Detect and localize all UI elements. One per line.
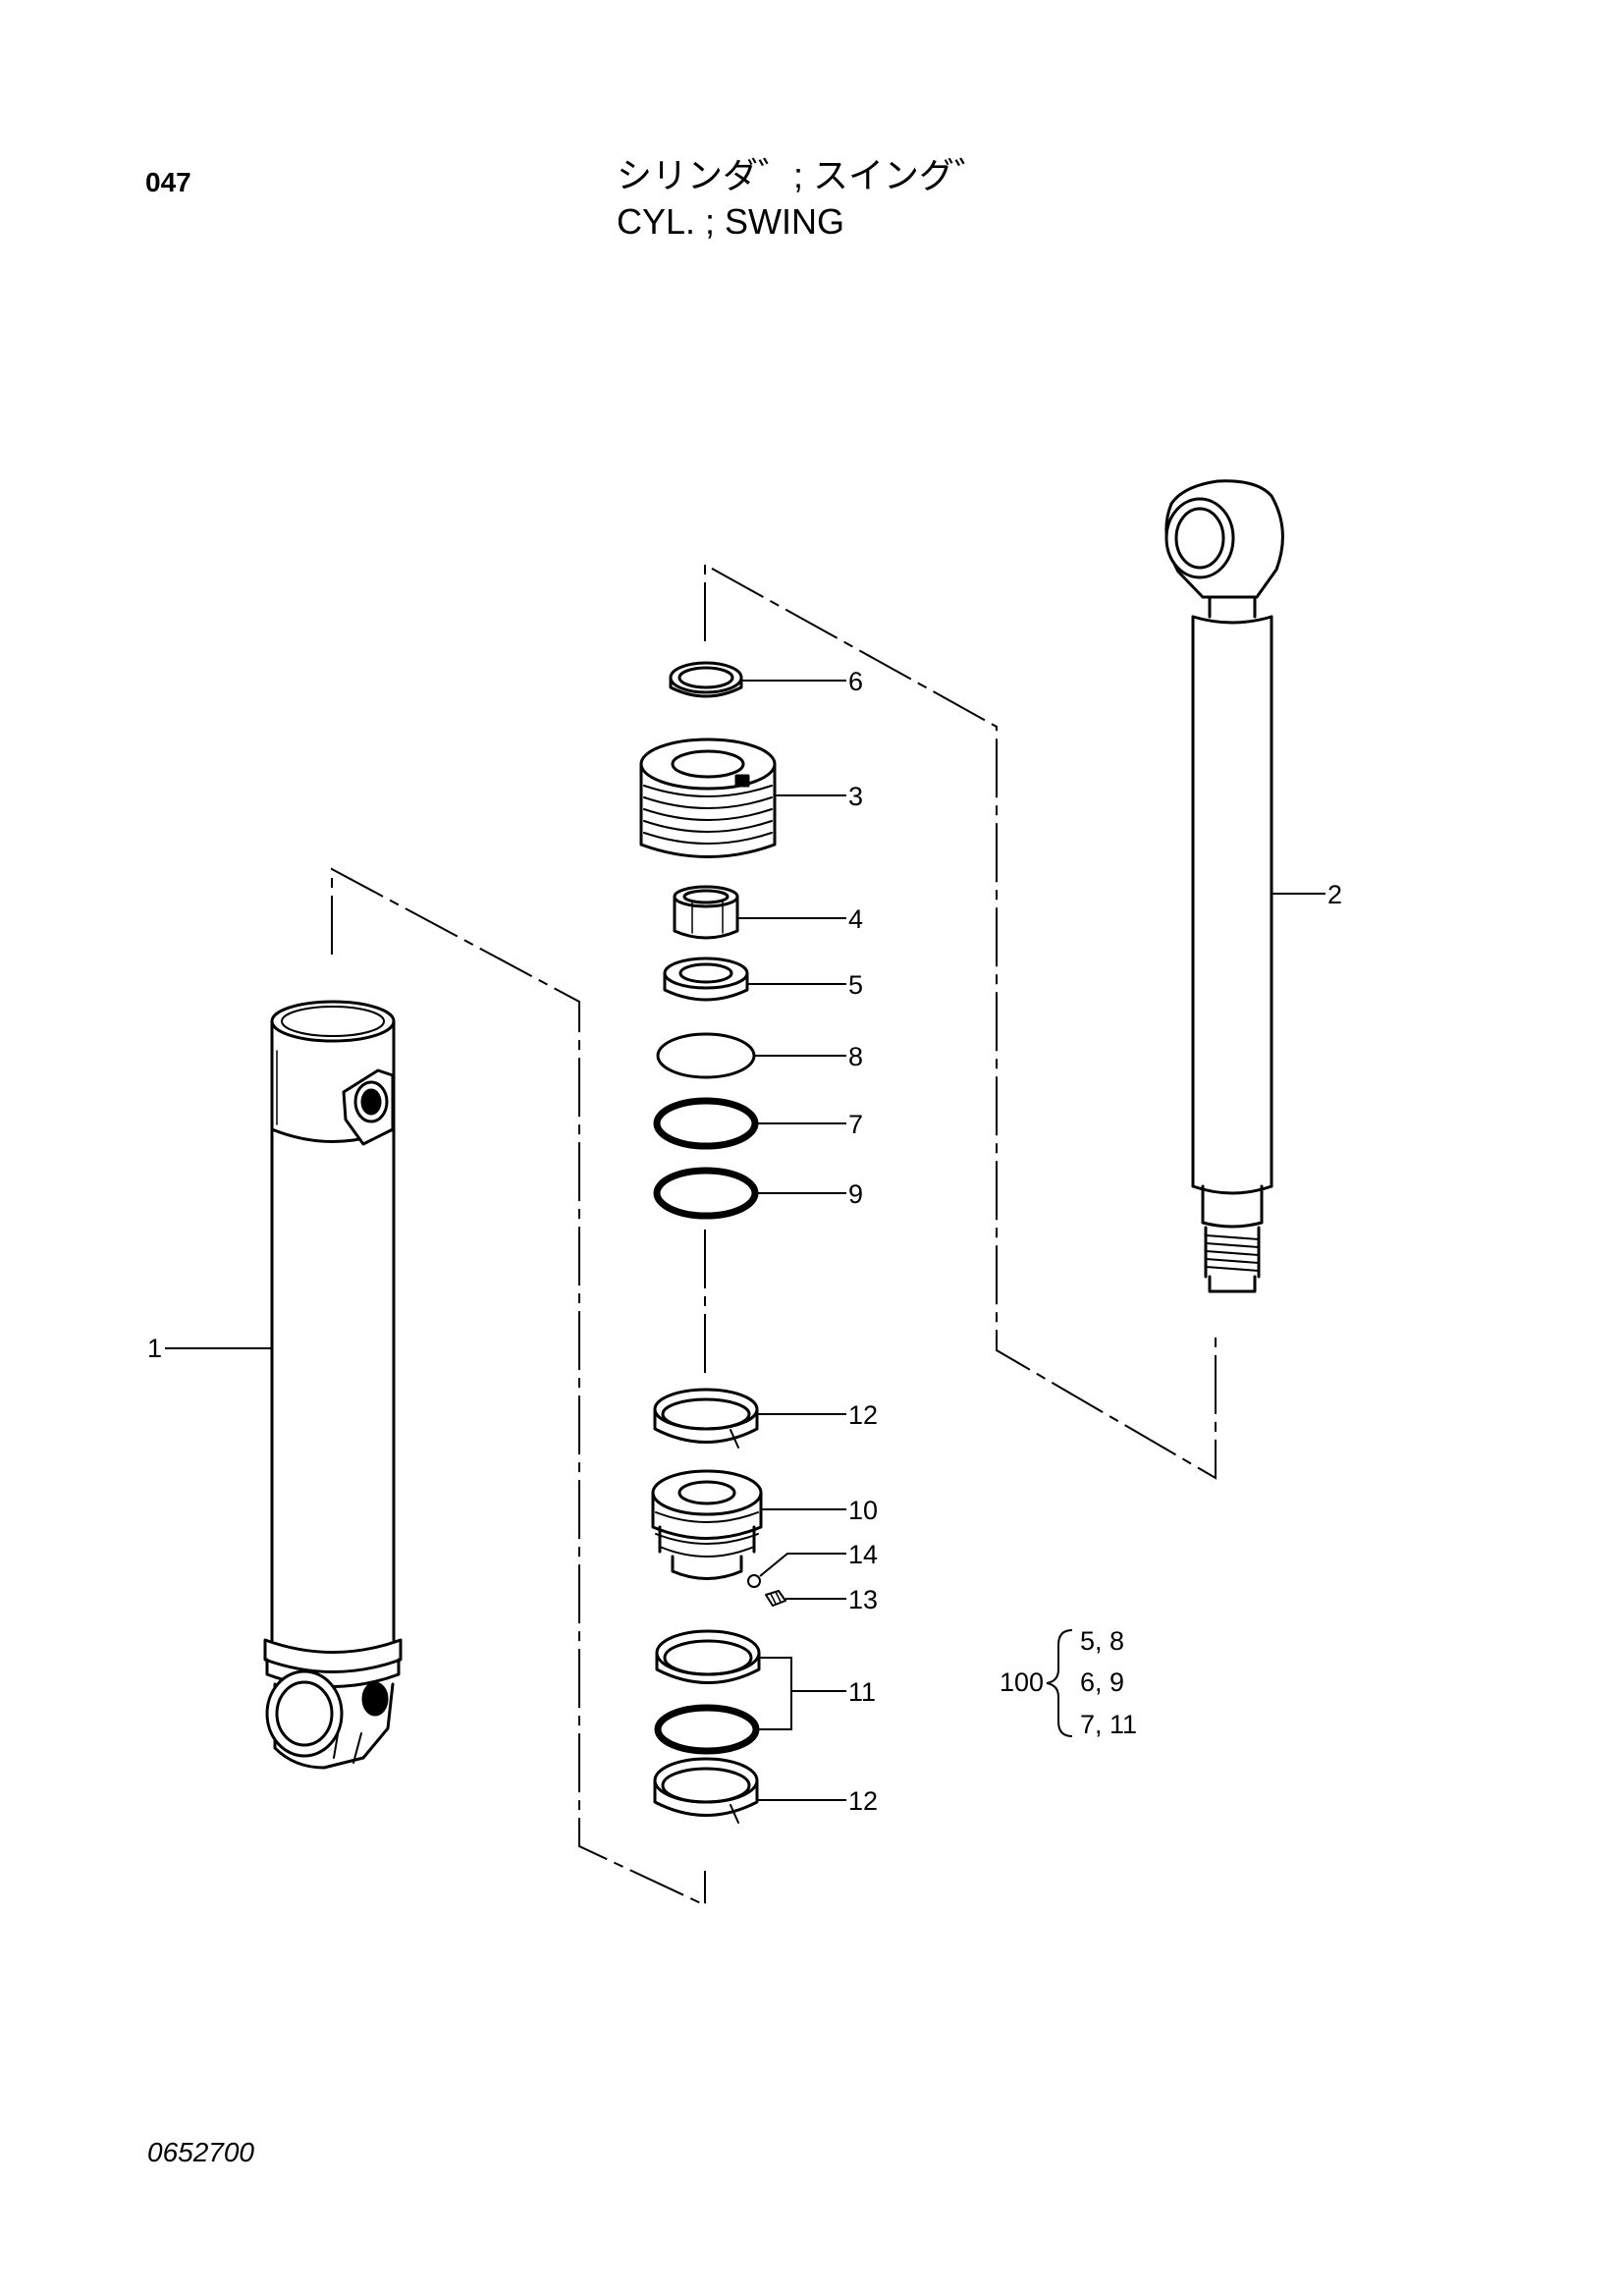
callout-5: 5 bbox=[848, 970, 863, 1000]
kit-row-1: 5, 8 bbox=[1080, 1626, 1124, 1656]
part-11-piston-seal-set bbox=[654, 1629, 761, 1755]
kit-number: 100 bbox=[1000, 1667, 1044, 1697]
callout-7: 7 bbox=[848, 1110, 863, 1139]
assembly-lines bbox=[331, 563, 1217, 1907]
part-12-wear-ring-upper bbox=[653, 1388, 759, 1449]
title-english: CYL. ; SWING bbox=[617, 201, 845, 242]
part-7-o-ring bbox=[653, 1097, 759, 1150]
part-5-rod-seal bbox=[663, 957, 749, 1002]
part-6-wiper-seal bbox=[669, 661, 743, 698]
kit-brace bbox=[1046, 1629, 1073, 1737]
callout-12-lower: 12 bbox=[848, 1786, 878, 1816]
part-9-o-ring bbox=[653, 1167, 759, 1220]
part-2-piston-rod bbox=[1164, 479, 1284, 1293]
part-13-set-screw bbox=[765, 1590, 786, 1607]
callout-14: 14 bbox=[848, 1540, 878, 1569]
part-8-backup-ring bbox=[656, 1032, 756, 1079]
part-1-cylinder-tube bbox=[263, 1000, 403, 1770]
callout-11: 11 bbox=[848, 1677, 876, 1707]
part-12-wear-ring-lower bbox=[653, 1757, 759, 1824]
callout-2: 2 bbox=[1327, 880, 1342, 909]
callout-1: 1 bbox=[147, 1334, 162, 1363]
part-10-piston bbox=[651, 1469, 763, 1580]
callout-9: 9 bbox=[848, 1179, 863, 1209]
kit-row-3: 7, 11 bbox=[1080, 1710, 1137, 1739]
callout-10: 10 bbox=[848, 1496, 878, 1525]
callout-8: 8 bbox=[848, 1042, 863, 1071]
title-japanese: シリンダ゛; スイング゛ bbox=[617, 155, 991, 195]
leader-lines bbox=[165, 680, 1325, 1801]
part-4-bushing bbox=[673, 885, 739, 940]
callout-4: 4 bbox=[848, 904, 863, 934]
callout-13: 13 bbox=[848, 1585, 878, 1614]
callout-3: 3 bbox=[848, 782, 863, 811]
part-3-cylinder-head bbox=[639, 738, 777, 858]
page-number: 047 bbox=[145, 167, 191, 197]
kit-row-2: 6, 9 bbox=[1080, 1667, 1124, 1697]
part-14-steel-ball bbox=[747, 1574, 761, 1588]
document-code: 0652700 bbox=[147, 2137, 255, 2167]
callout-12-upper: 12 bbox=[848, 1400, 878, 1430]
callout-6: 6 bbox=[848, 667, 863, 696]
